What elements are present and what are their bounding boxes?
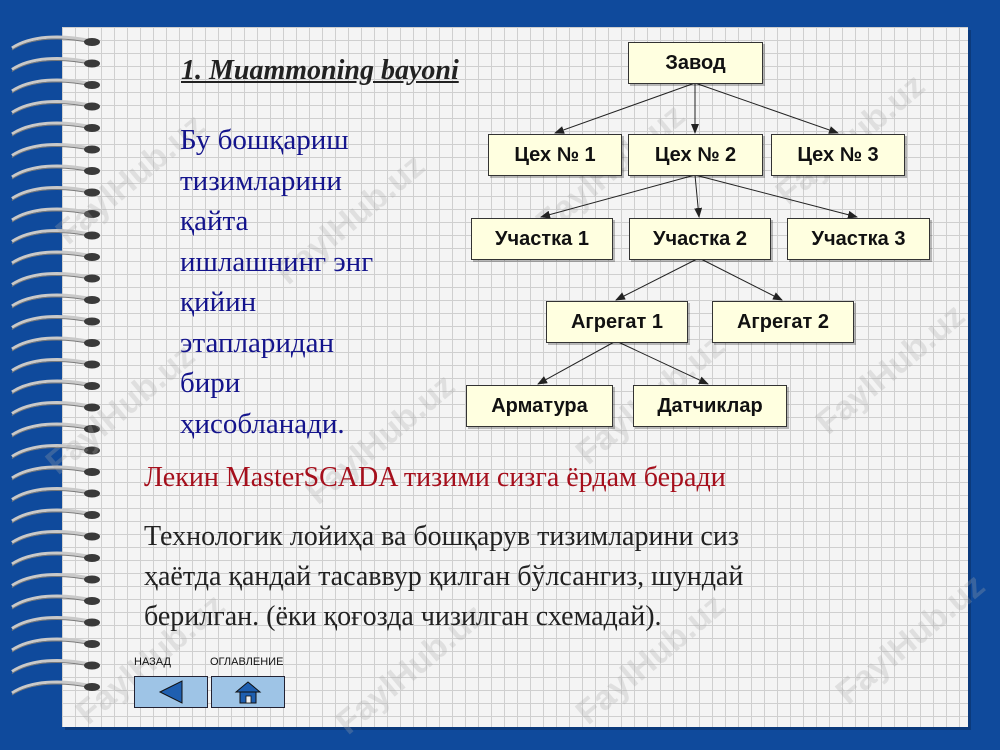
binding-ring	[11, 142, 100, 158]
binding-ring	[11, 35, 100, 51]
contents-button[interactable]	[211, 676, 285, 708]
binding-ring	[11, 465, 100, 481]
highlight-sentence: Лекин MasterSCADA тизими сизга ёрдам бер…	[144, 462, 726, 493]
binding-ring	[11, 594, 100, 610]
binding-ring	[11, 336, 100, 352]
binding-ring	[11, 422, 100, 438]
binding-ring	[11, 121, 100, 137]
binding-ring	[11, 400, 100, 416]
binding-ring	[11, 207, 100, 223]
contents-label: ОГЛАВЛЕНИЕ	[210, 656, 284, 668]
binding-ring	[11, 486, 100, 502]
intro-line: бири	[180, 367, 241, 399]
node-agregat-2: Агрегат 2	[712, 301, 854, 343]
spiral-binding	[11, 35, 100, 696]
binding-ring	[11, 56, 100, 72]
node-cex-2: Цех № 2	[628, 134, 763, 176]
body-line: ҳаётда қандай тасаввур қилган бўлсангиз,…	[144, 561, 744, 592]
house-icon	[234, 681, 262, 704]
connector-arrow	[698, 257, 783, 301]
binding-ring	[11, 443, 100, 459]
binding-ring	[11, 637, 100, 653]
binding-ring	[11, 572, 100, 588]
binding-ring	[11, 551, 100, 567]
node-datchiki: Датчиклар	[633, 385, 787, 427]
node-uchastka-2: Участка 2	[629, 218, 771, 260]
connector-arrow	[615, 257, 700, 301]
body-paragraph: Технологик лойиҳа ва бошқарув тизимларин…	[144, 517, 884, 637]
binding-ring	[11, 508, 100, 524]
triangle-left-icon	[158, 680, 183, 704]
node-armatura: Арматура	[466, 385, 613, 427]
intro-line: тизимларини	[180, 164, 342, 197]
connector-arrow	[540, 174, 696, 219]
binding-ring	[11, 228, 100, 244]
binding-ring	[11, 680, 100, 696]
intro-paragraph: Бу бошқариш тизимларини қайта ишлашнинг …	[180, 120, 420, 444]
binding-ring	[11, 164, 100, 180]
back-label: НАЗАД	[134, 656, 171, 668]
binding-ring	[11, 78, 100, 94]
connector-arrow	[694, 174, 858, 219]
binding-ring	[11, 314, 100, 330]
binding-ring	[11, 658, 100, 674]
connector-arrow	[554, 82, 696, 134]
body-line: берилган. (ёки қоғозда чизилган схемадай…	[144, 601, 662, 632]
intro-line: ишлашнинг энг	[180, 245, 374, 278]
binding-ring	[11, 271, 100, 287]
node-uchastka-1: Участка 1	[471, 218, 613, 260]
node-cex-3: Цех № 3	[771, 134, 905, 176]
binding-ring	[11, 529, 100, 545]
binding-ring	[11, 615, 100, 631]
intro-line: қийин	[180, 286, 257, 318]
back-button[interactable]	[134, 676, 208, 708]
connector-arrow	[615, 340, 709, 385]
connector-arrow	[694, 174, 703, 218]
binding-ring	[11, 99, 100, 115]
binding-ring	[11, 185, 100, 201]
binding-ring	[11, 357, 100, 373]
intro-line: ҳисобланади.	[180, 407, 345, 440]
intro-line: этапларидан	[180, 326, 334, 359]
binding-ring	[11, 293, 100, 309]
node-cex-1: Цех № 1	[488, 134, 622, 176]
binding-ring	[11, 379, 100, 395]
intro-line: Бу бошқариш	[180, 124, 349, 156]
slide-title: 1. Muammoning bayoni	[181, 55, 459, 86]
node-agregat-1: Агрегат 1	[546, 301, 688, 343]
connector-arrow	[537, 340, 617, 385]
node-uchastka-3: Участка 3	[787, 218, 930, 260]
intro-line: қайта	[180, 205, 249, 237]
body-line: Технологик лойиҳа ва бошқарув тизимларин…	[144, 521, 739, 552]
binding-ring	[11, 250, 100, 266]
connector-arrow	[694, 82, 839, 134]
node-zavod: Завод	[628, 42, 763, 84]
